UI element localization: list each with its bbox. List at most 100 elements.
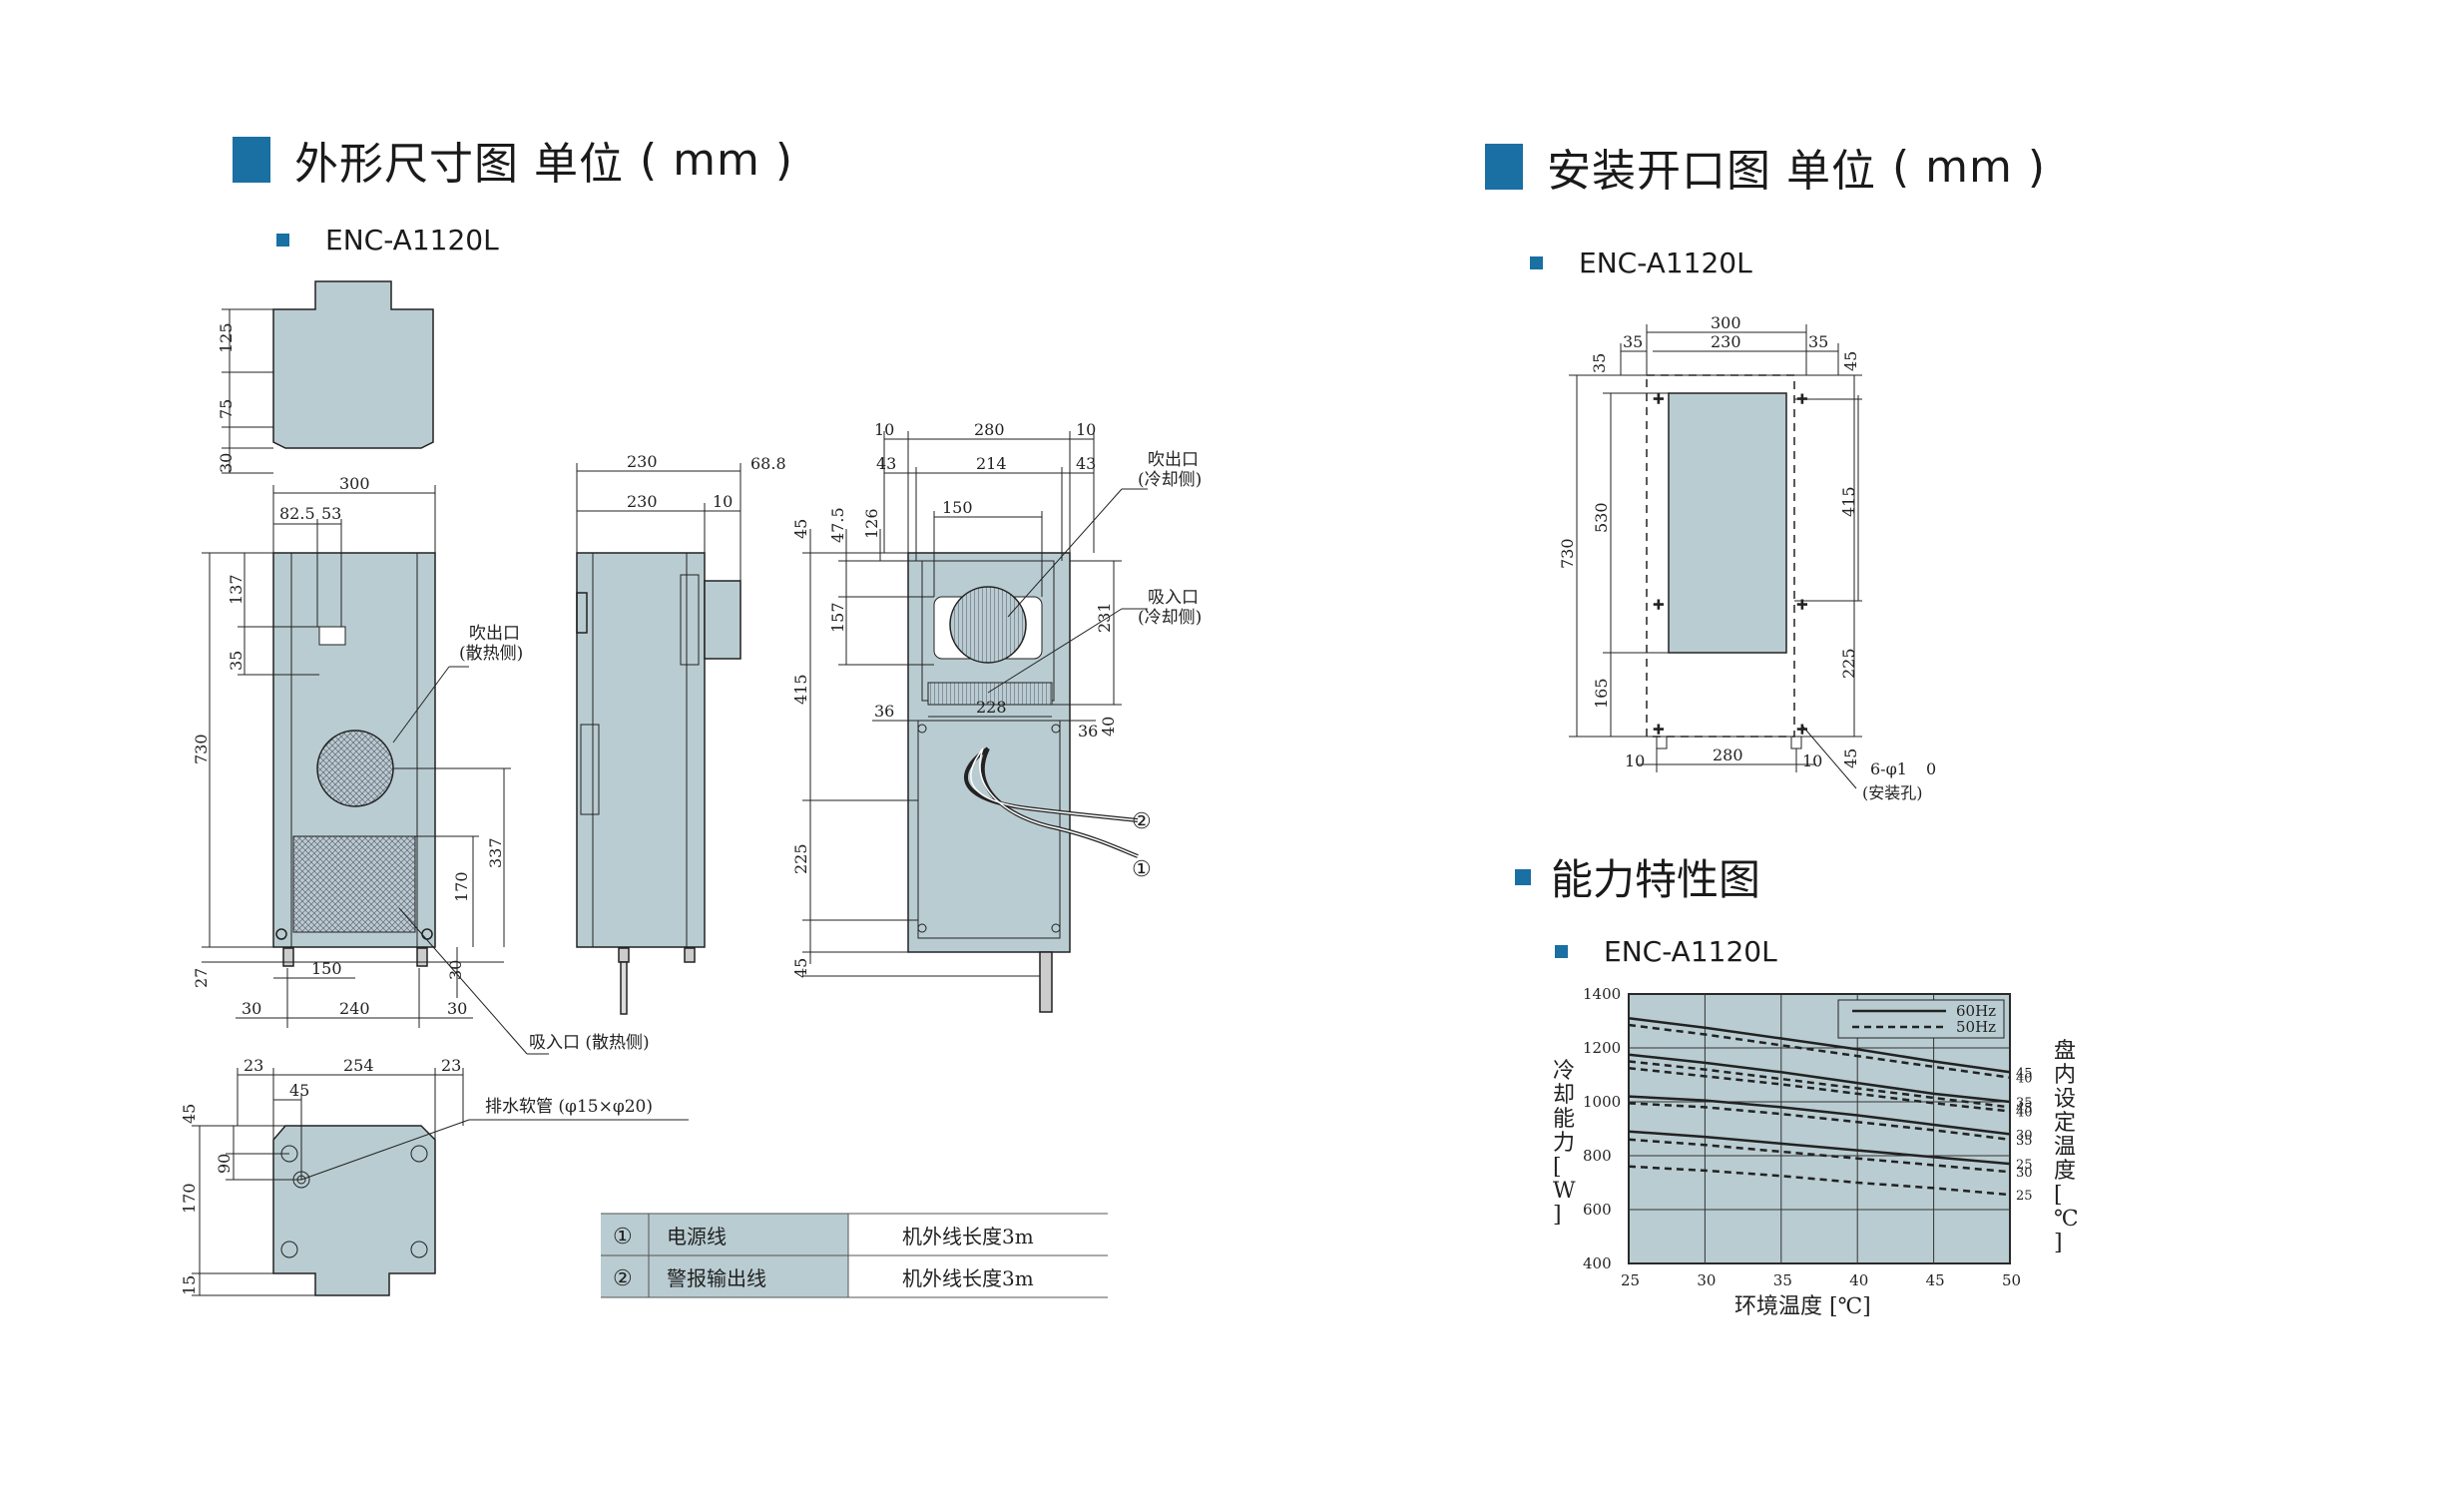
chart-series-label: 25 bbox=[2016, 1158, 2033, 1173]
front-view bbox=[272, 552, 436, 967]
dim-text: 23 bbox=[244, 1056, 263, 1075]
chart-series-line bbox=[1628, 1165, 2011, 1197]
dim-text: 214 bbox=[976, 454, 1007, 473]
chart-series-label: 45 bbox=[2016, 1066, 2033, 1081]
title-square-icon bbox=[1485, 144, 1523, 190]
cutout-model-text: ENC-A1120L bbox=[1579, 247, 1752, 279]
dim-text: 170 bbox=[452, 871, 471, 902]
chart-y-tick: 800 bbox=[1583, 1147, 1612, 1165]
chart-y-label-char: 能 bbox=[1553, 1107, 1575, 1132]
dim-text: 45 bbox=[1841, 749, 1860, 768]
chart-series-line bbox=[1628, 1060, 2011, 1109]
dim-text: 280 bbox=[1713, 746, 1743, 764]
dim-text: 43 bbox=[1076, 454, 1096, 473]
dim-text: 300 bbox=[339, 474, 370, 493]
chart-right-label-char: ℃ bbox=[2054, 1207, 2079, 1232]
chart-y-label: 冷却能力[W] bbox=[1553, 1059, 1576, 1228]
svg-text:+: + bbox=[1796, 722, 1808, 738]
dim-text: 40 bbox=[1099, 717, 1118, 737]
dim-text: 730 bbox=[192, 734, 211, 764]
outlet-label: 吹出口 bbox=[469, 624, 520, 644]
outline-model-label: ENC-A1120L bbox=[276, 224, 499, 256]
dim-text: 530 bbox=[1592, 502, 1611, 533]
cutout-title-text: 安装开口图 单位 bbox=[1547, 146, 1876, 197]
dim-text: 137 bbox=[227, 574, 246, 605]
dim-text: 415 bbox=[791, 674, 810, 705]
dim-text: 30 bbox=[242, 999, 261, 1018]
outlet-label-side: (冷却侧) bbox=[1138, 470, 1202, 490]
rear-view-dims bbox=[802, 431, 1148, 977]
dim-text: 36 bbox=[1078, 722, 1098, 741]
dim-text: 15 bbox=[180, 1275, 199, 1295]
dim-text: 75 bbox=[217, 399, 236, 419]
dim-text: 150 bbox=[311, 959, 342, 978]
dim-text: 231 bbox=[1095, 602, 1114, 633]
cable-table bbox=[601, 1213, 1108, 1298]
table-row-no: ① bbox=[613, 1225, 633, 1249]
svg-text:+: + bbox=[1796, 597, 1808, 613]
chart-right-label-char: 盘 bbox=[2054, 1039, 2076, 1064]
dim-text: 43 bbox=[876, 454, 896, 473]
chart-series-line bbox=[1628, 1067, 2011, 1113]
mount-hole-note: (安装孔) bbox=[1862, 783, 1923, 802]
dim-text: 45 bbox=[791, 958, 810, 978]
cutout-view: + + + + + + bbox=[1646, 374, 1808, 749]
dim-text: 337 bbox=[486, 837, 505, 868]
bullet-square-icon bbox=[1515, 868, 1531, 885]
cutout-model-label: ENC-A1120L bbox=[1530, 247, 1752, 279]
outline-title-unit: ( mm ) bbox=[640, 134, 794, 186]
chart-series-label: 45 bbox=[2016, 1101, 2033, 1116]
chart-x-tick: 25 bbox=[1621, 1271, 1640, 1289]
chart-y-label-char: ] bbox=[1553, 1203, 1562, 1228]
front-view-dims bbox=[202, 485, 549, 1055]
cable-marker-1: ① bbox=[1132, 857, 1152, 882]
dim-text: 23 bbox=[441, 1056, 461, 1075]
dim-text: 730 bbox=[1558, 538, 1577, 569]
dim-text: 254 bbox=[343, 1056, 374, 1075]
dim-text: 300 bbox=[1711, 313, 1741, 332]
chart-x-tick: 35 bbox=[1773, 1271, 1792, 1289]
svg-text:+: + bbox=[1653, 597, 1665, 613]
dim-text: 35 bbox=[1590, 353, 1609, 373]
dim-text: 126 bbox=[862, 508, 881, 539]
dim-text: 90 bbox=[215, 1154, 234, 1174]
chart-series-label: 35 bbox=[2016, 1096, 2033, 1111]
chart-series-line bbox=[1628, 1102, 2011, 1142]
capability-model-text: ENC-A1120L bbox=[1604, 935, 1777, 968]
dim-text: 68.8 bbox=[750, 454, 786, 473]
side-view-dims bbox=[576, 463, 741, 581]
dim-text: 30 bbox=[217, 453, 236, 473]
dim-text: 35 bbox=[1808, 332, 1828, 351]
chart-legend: 60Hz 50Hz bbox=[1837, 999, 2005, 1039]
top-view-dims bbox=[222, 308, 273, 474]
dim-text: 45 bbox=[1841, 351, 1860, 371]
chart-y-tick: 600 bbox=[1583, 1201, 1612, 1219]
dim-text: 10 bbox=[1625, 751, 1645, 770]
chart-series-label: 35 bbox=[2016, 1134, 2033, 1149]
chart-x-tick: 45 bbox=[1926, 1271, 1945, 1289]
dim-text: 225 bbox=[791, 843, 810, 874]
chart-y-tick: 1000 bbox=[1583, 1093, 1621, 1111]
dim-text: 415 bbox=[1839, 486, 1858, 517]
dim-text: 170 bbox=[180, 1183, 199, 1214]
dim-text: 125 bbox=[217, 322, 236, 353]
legend-60hz: 60Hz bbox=[1956, 1002, 1996, 1020]
chart-y-label-char: 冷 bbox=[1553, 1059, 1575, 1084]
cutout-title-unit: ( mm ) bbox=[1892, 141, 2047, 193]
chart-y-tick: 1400 bbox=[1583, 985, 1621, 1003]
dim-text: 228 bbox=[976, 698, 1007, 717]
bullet-square-icon bbox=[276, 234, 289, 247]
inlet-label-side: (冷却侧) bbox=[1138, 608, 1202, 628]
chart-series-label: 30 bbox=[2016, 1128, 2033, 1143]
drain-hose-label: 排水软管 (φ15×φ20) bbox=[485, 1097, 653, 1117]
dim-text: 45 bbox=[180, 1104, 199, 1124]
bottom-view-dims bbox=[192, 1068, 689, 1296]
cutout-dims bbox=[1569, 324, 1862, 789]
chart-y-tick: 400 bbox=[1583, 1254, 1612, 1272]
top-view bbox=[272, 280, 434, 449]
dim-text: 165 bbox=[1592, 678, 1611, 709]
inlet-label: 吸入口 (散热侧) bbox=[529, 1033, 650, 1053]
